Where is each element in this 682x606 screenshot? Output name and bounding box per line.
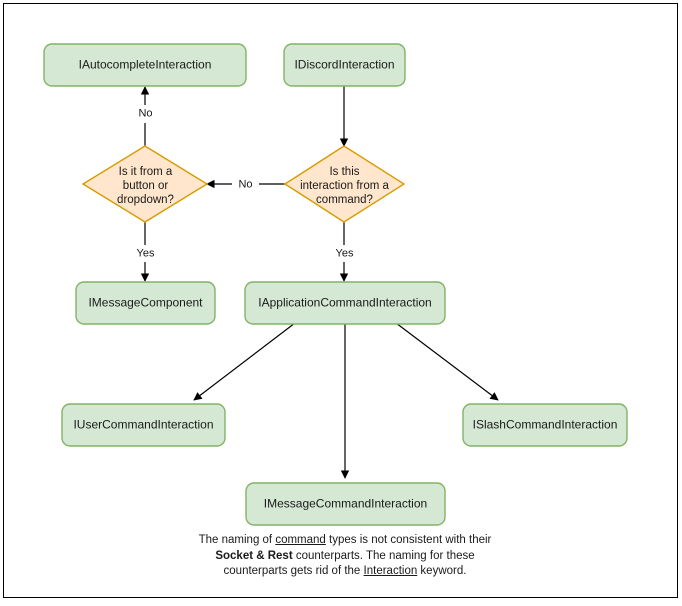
decision-command-line1: Is this: [329, 166, 359, 178]
node-discord-interaction-label: IDiscordInteraction: [294, 58, 394, 72]
caption-line3-underlined: Interaction: [363, 565, 418, 577]
caption-line2-text-b: counterparts. The naming for these: [292, 549, 475, 562]
caption-line3-text-a: counterparts gets rid of the: [223, 565, 364, 577]
caption-line1-text-b: types is not consistent with their: [325, 534, 492, 546]
node-message-component-shape[interactable]: [75, 281, 216, 325]
edge-label-no-to-autocomplete: No: [138, 107, 152, 119]
node-message-component-label: IMessageComponent: [88, 296, 203, 310]
decision-button-line2: button or: [123, 180, 169, 192]
node-application-command-interaction[interactable]: IApplicationCommandInteraction: [244, 281, 446, 325]
node-autocomplete-interaction[interactable]: IAutocompleteInteraction: [43, 43, 247, 87]
node-slash-command-interaction-label: ISlashCommandInteraction: [473, 418, 618, 432]
caption-line1-text-a: The naming of: [198, 534, 276, 546]
caption-line1-underlined: command: [275, 534, 326, 546]
decision-is-interaction-from-command[interactable]: Is this interaction from a command?: [283, 145, 406, 223]
edge-label-yes-to-message-component: Yes: [137, 247, 155, 259]
edge-application-command-to-slash-command: [395, 322, 499, 401]
node-message-command-interaction-label: IMessageCommandInteraction: [264, 497, 427, 511]
caption-line2-bold: Socket & Rest: [215, 549, 293, 562]
edge-button-decision-to-autocomplete: No: [132, 86, 159, 146]
node-message-component[interactable]: IMessageComponent: [75, 281, 216, 325]
node-discord-interaction-shape[interactable]: [283, 43, 406, 87]
caption-line-3: counterparts gets rid of the Interaction…: [4, 564, 682, 580]
caption-line-2: Socket & Rest counterparts. The naming f…: [4, 549, 682, 565]
node-discord-interaction[interactable]: IDiscordInteraction: [283, 43, 406, 87]
decision-is-interaction-from-command-shape[interactable]: [283, 145, 406, 223]
flowchart-canvas: No No Yes Yes: [43, 43, 628, 526]
node-slash-command-interaction-shape[interactable]: [462, 403, 628, 447]
node-user-command-interaction[interactable]: IUserCommandInteraction: [61, 403, 226, 447]
decision-command-line3: command?: [316, 194, 373, 206]
node-application-command-interaction-shape[interactable]: [244, 281, 446, 325]
caption-line3-text-b: keyword.: [417, 565, 467, 577]
edge-command-decision-to-button-decision: No: [206, 176, 285, 192]
caption-line-1: The naming of command types is not consi…: [4, 533, 682, 549]
decision-button-line1: Is it from a: [119, 166, 173, 178]
node-user-command-interaction-label: IUserCommandInteraction: [73, 418, 213, 432]
node-application-command-interaction-label: IApplicationCommandInteraction: [258, 296, 431, 310]
edge-application-command-to-user-command: [193, 322, 296, 401]
diagram-frame: No No Yes Yes: [3, 3, 678, 598]
edge-label-yes-to-application-command: Yes: [336, 247, 354, 259]
caption-note: The naming of command types is not consi…: [4, 533, 682, 580]
node-user-command-interaction-shape[interactable]: [61, 403, 226, 447]
edge-button-decision-to-message-component: Yes: [131, 222, 160, 282]
node-slash-command-interaction[interactable]: ISlashCommandInteraction: [462, 403, 628, 447]
node-message-command-interaction[interactable]: IMessageCommandInteraction: [245, 482, 446, 526]
edge-command-decision-to-application-command: Yes: [330, 222, 359, 282]
decision-button-line3: dropdown?: [117, 194, 174, 206]
decision-command-line2: interaction from a: [300, 180, 389, 192]
decision-is-from-button-or-dropdown[interactable]: Is it from a button or dropdown?: [81, 145, 209, 223]
node-message-command-interaction-shape[interactable]: [245, 482, 446, 526]
node-autocomplete-interaction-label: IAutocompleteInteraction: [79, 58, 212, 72]
edge-label-no-to-button-decision: No: [238, 178, 252, 190]
node-autocomplete-interaction-shape[interactable]: [43, 43, 247, 87]
decision-is-from-button-or-dropdown-shape[interactable]: [81, 145, 209, 223]
